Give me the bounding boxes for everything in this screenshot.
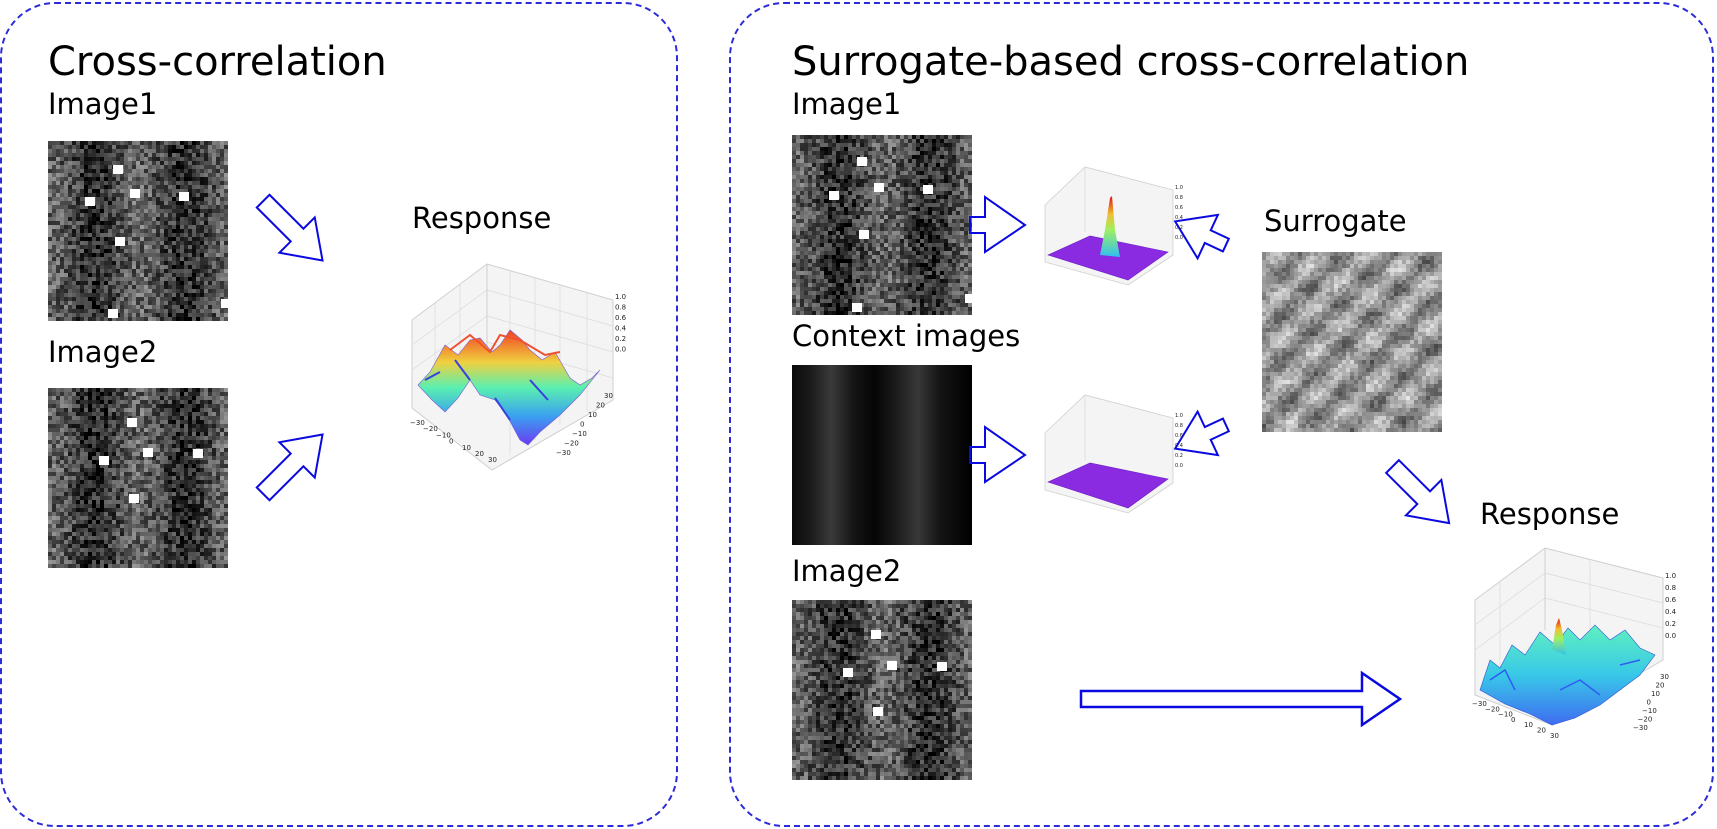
left-response-label: Response (412, 201, 552, 235)
left-image1-label: Image1 (48, 87, 158, 121)
cross-correlation-title: Cross-correlation (48, 39, 387, 85)
right-image1-label: Image1 (792, 87, 902, 121)
surrogate-title: Surrogate-based cross-correlation (792, 39, 1470, 85)
cross-correlation-panel (0, 2, 678, 827)
right-image1 (792, 135, 972, 315)
right-image2-label: Image2 (792, 554, 902, 588)
left-image1 (48, 141, 228, 321)
left-image2-label: Image2 (48, 335, 158, 369)
surrogate-label: Surrogate (1264, 204, 1407, 238)
surrogate-panel (729, 2, 1714, 827)
right-response-label: Response (1480, 497, 1620, 531)
context-images-label: Context images (792, 319, 1021, 353)
left-image2 (48, 388, 228, 568)
surrogate-image (1262, 252, 1442, 432)
right-image2 (792, 600, 972, 780)
context-image (792, 365, 972, 545)
